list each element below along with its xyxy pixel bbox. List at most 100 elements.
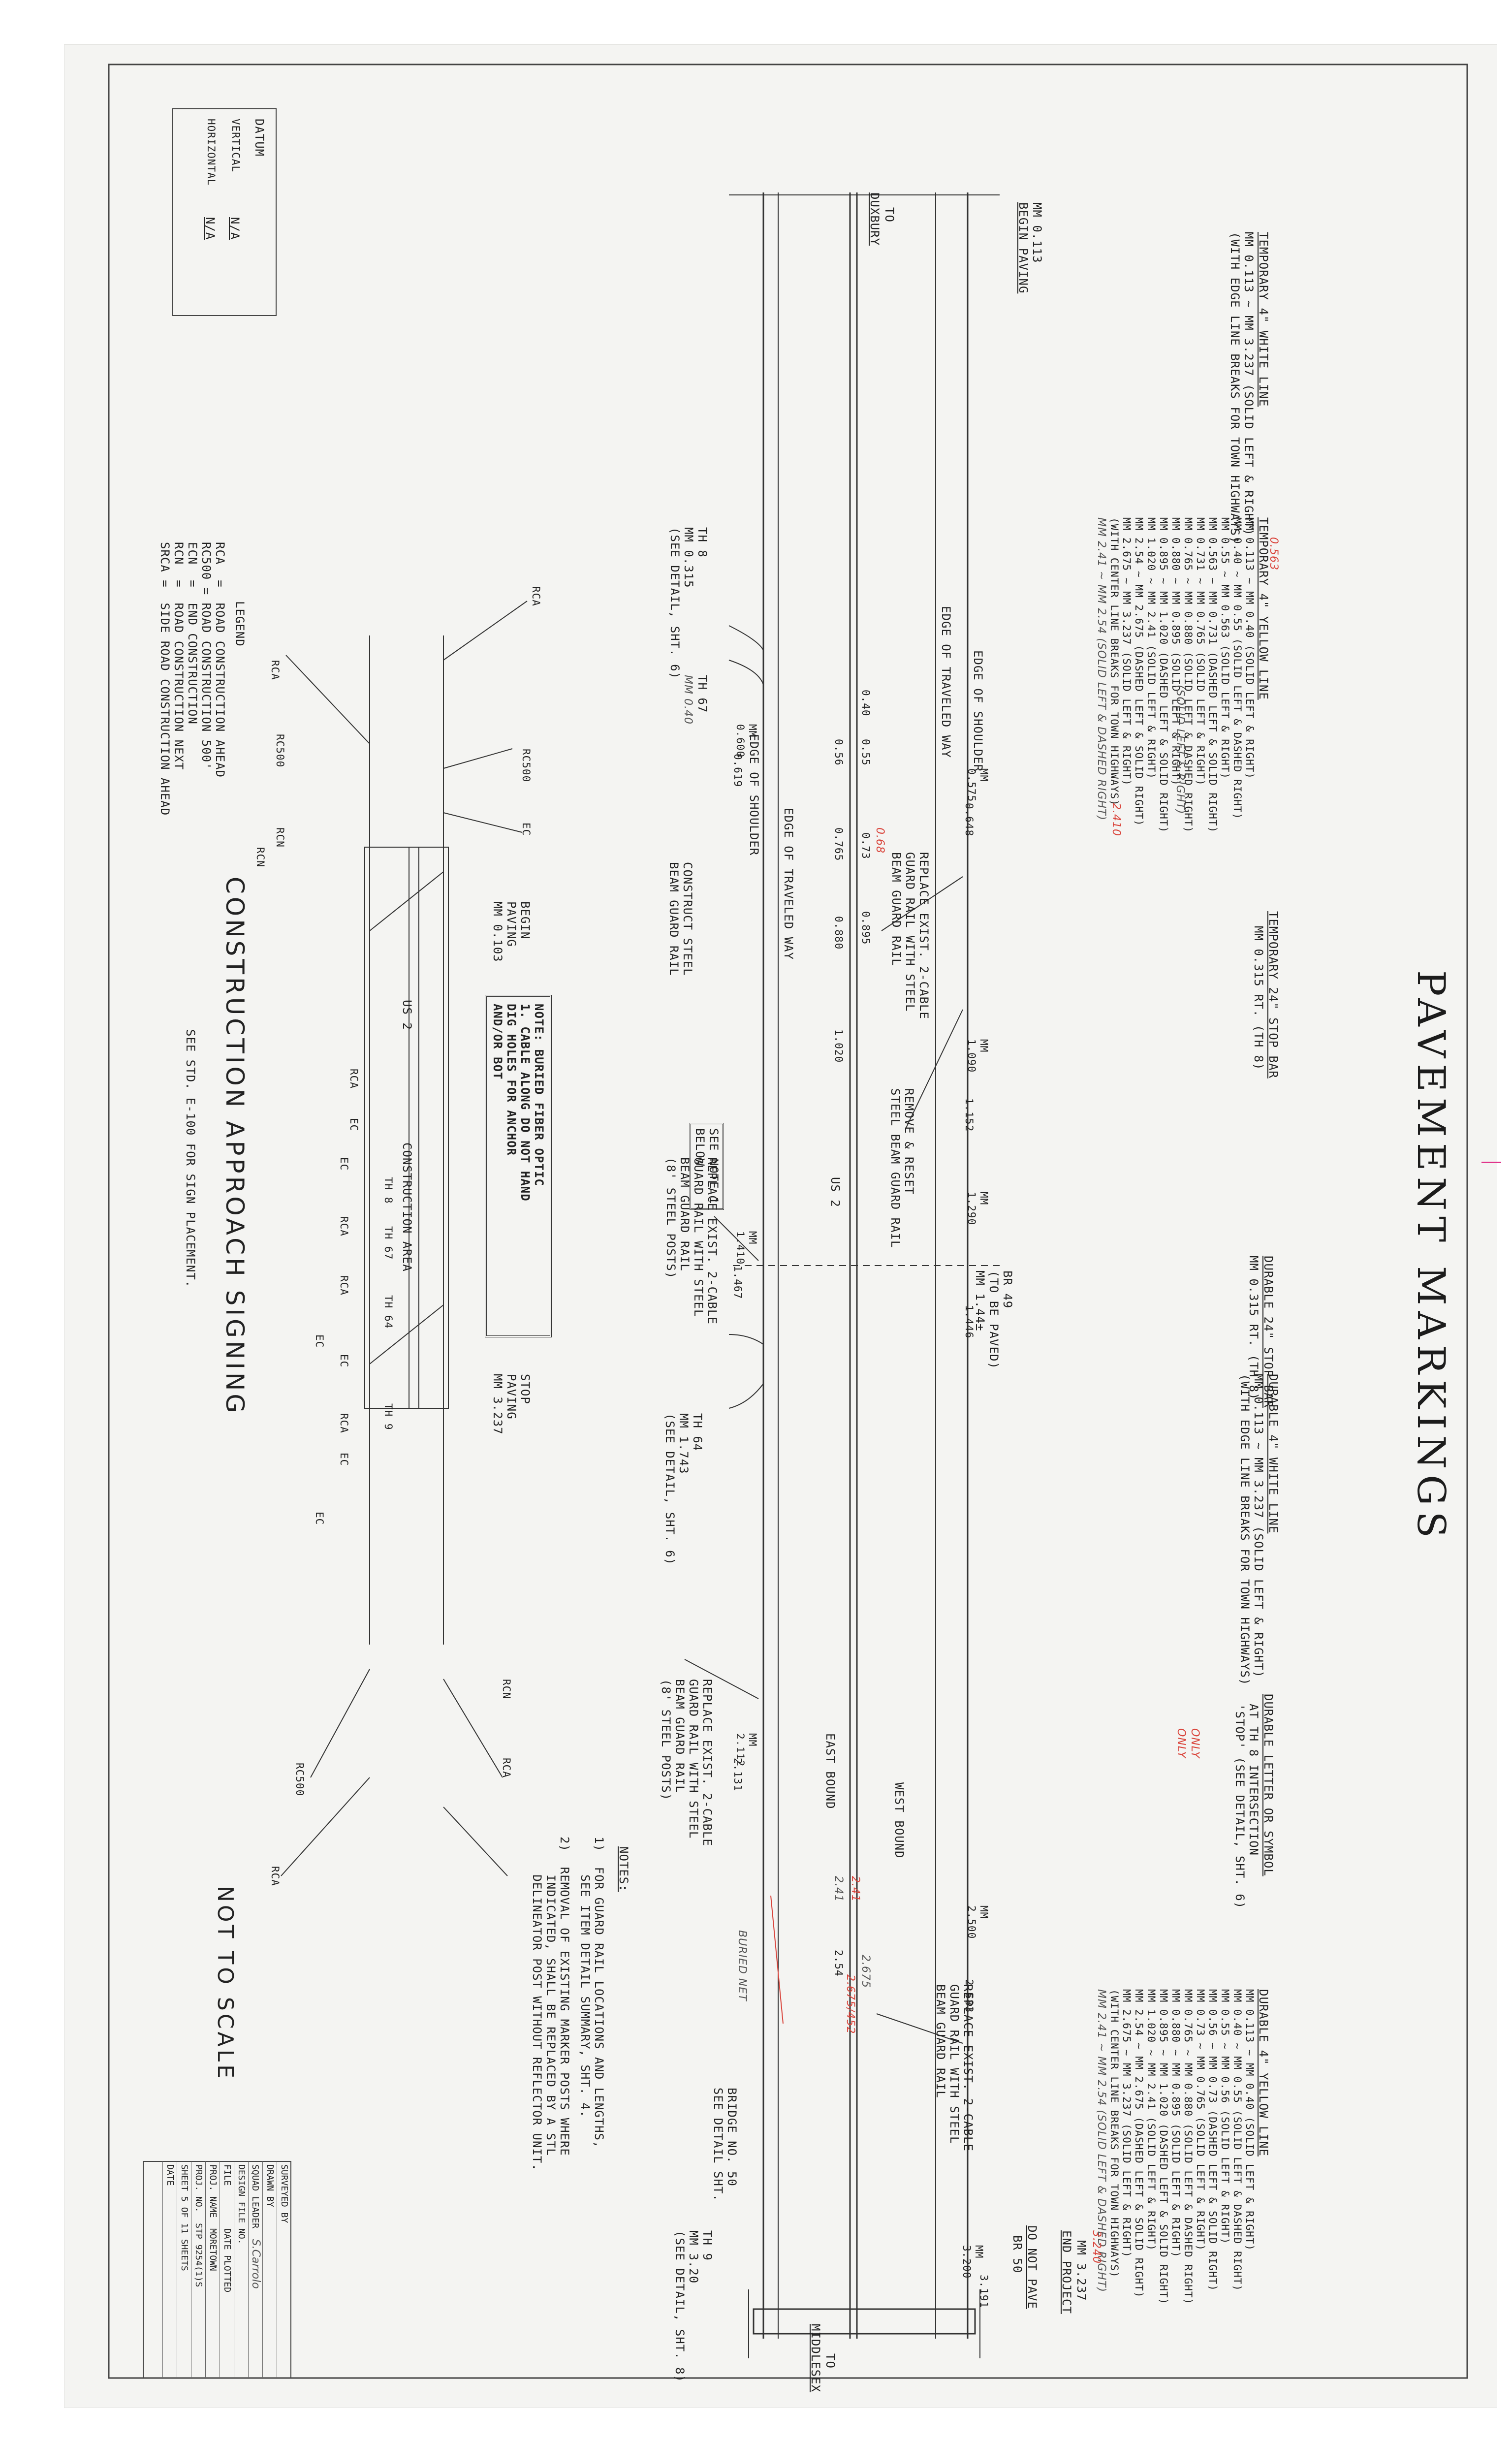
sign-rca-6: RCA [338, 1413, 350, 1433]
tb-proj-no: PROJ. NO. STP 9254(1)S [191, 2161, 205, 2378]
remove-reset-guard-rail: REMOVE & RESET STEEL BEAM GUARD RAIL [888, 1088, 916, 1248]
hw-red-3: 3.240 [1090, 2230, 1102, 2264]
tb-design-file: DESIGN FILE NO. [234, 2161, 248, 2378]
cl-0-56: 0.56 [833, 739, 845, 766]
buried-net-label: BURIED NET [736, 1930, 748, 2001]
durable-yellow-lines: MM 0.113 ~ MM 0.40 (SOLID LEFT & RIGHT) … [1108, 1989, 1256, 2305]
cl-0-765: 0.765 [833, 827, 845, 861]
sign-ec-1: EC [520, 823, 532, 836]
title-block-frame [143, 2161, 291, 2379]
tb-drawn-by: DRAWN BY [262, 2161, 277, 2378]
sign-th9: TH 9 [382, 1403, 394, 1430]
construction-area-box [364, 847, 449, 1409]
mm-tick-top-4-sub: 2.583 [963, 1979, 975, 2013]
hw-red-1: 0.563 [1267, 537, 1280, 571]
datum-horizontal-value: N/A [203, 217, 217, 240]
sign-rcn-3: RCN [254, 847, 266, 867]
sign-ec-5: EC [338, 1354, 350, 1368]
mm-tick-top-2: MM 1.090 [966, 1039, 990, 1073]
sign-ec-4: EC [338, 1157, 350, 1171]
tb-file-label: FILE [222, 2164, 232, 2186]
mm-tick-bot-1: MM 0.600 [734, 724, 758, 758]
th64-label: TH 64 MM 1.743 (SEE DETAIL, SHT. 6) [663, 1413, 704, 1565]
edge-traveled-top: EDGE OF TRAVELED WAY [939, 606, 953, 758]
th67-mm: MM 0.40 [682, 675, 694, 725]
edge-traveled-bottom: EDGE OF TRAVELED WAY [782, 808, 795, 960]
hw-red-4: 0.68 [874, 827, 886, 854]
sign-rc500-3: RC500 [294, 1763, 306, 1797]
temp-stop-lines: MM 0.315 RT. (TH 8) [1252, 926, 1265, 1071]
durable-letter-lines: AT TH 8 INTERSECTION 'STOP' (SEE DETAIL,… [1233, 1704, 1260, 1909]
mm-tick-bot-3-sub: 2.131 [732, 1758, 744, 1792]
cl-0-73: 0.73 [860, 832, 872, 859]
cl-1-020: 1.020 [833, 1029, 845, 1063]
temp-white-heading: TEMPORARY 4" WHITE LINE [1257, 232, 1270, 407]
us2-road-label: US 2 [828, 1177, 842, 1207]
hw-only: ONLY ONLY [1175, 1728, 1201, 1759]
datum-title: DATUM [252, 119, 266, 157]
datum-vertical-label: VERTICAL [230, 119, 242, 173]
to-left-label: TO [882, 207, 896, 222]
bridge-note: BRIDGE NO. 50 SEE DETAIL SHT. [711, 2088, 739, 2202]
us2-sign-label: US 2 [400, 1000, 414, 1030]
not-to-scale: NOT TO SCALE [213, 1886, 238, 2081]
tb-surveyed-by: SURVEYED BY [277, 2161, 291, 2378]
durable-white-heading: DURABLE 4" WHITE LINE [1266, 1374, 1280, 1534]
stop-paving-label: STOP PAVING MM 3.237 [491, 1374, 532, 1435]
do-not-pave: DO NOT PAVE [1025, 2225, 1039, 2309]
hw-red-5: 2.41 [849, 1876, 861, 1902]
tb-squad-leader-label: SQUAD LEADER [250, 2164, 260, 2229]
fiber-optic-note: NOTE: BURIED FIBER OPTIC 1. CABLE ALONG … [485, 995, 552, 1337]
hw-solid-note: (SOLID LEFT & RIGHT) [1174, 685, 1186, 815]
mm-tick-bot-1-sub: 0.619 [732, 754, 744, 788]
sign-ec-2: EC [348, 1118, 360, 1132]
fiber-optic-note-text: NOTE: BURIED FIBER OPTIC 1. CABLE ALONG … [491, 1004, 546, 1202]
th8-label: TH 8 MM 0.315 (SEE DETAIL, SHT. 6) [668, 527, 709, 679]
datum-vertical-value: N/A [228, 217, 242, 240]
edge-mark [1481, 1162, 1501, 1163]
cl-2-675: 2.675 [859, 1955, 872, 1988]
mm-tick-top-2-sub: 1.152 [963, 1098, 975, 1132]
tb-squad-leader-sig: S.Carrolo [250, 2239, 262, 2289]
end-project-mm: MM 3.237 [1074, 2240, 1088, 2301]
tb-date: DATE [162, 2161, 177, 2378]
mm-tick-top-3-sub: 1.446 [963, 1305, 975, 1339]
th9-label: TH 9 MM 3.20 (SEE DETAIL, SHT. 8) [673, 2230, 714, 2382]
sign-th8: TH 8 [382, 1177, 394, 1204]
sign-rca-5: RCA [338, 1216, 350, 1237]
sign-rcn-1: RCN [274, 827, 286, 848]
sign-rca-1: RCA [530, 586, 542, 606]
to-right-label: TO [823, 2353, 837, 2369]
tb-proj-no-label: PROJ. NO. [193, 2164, 204, 2213]
mm-tick-top-4: MM 2.500 [966, 1905, 990, 1939]
cl-0-55: 0.55 [860, 739, 872, 766]
mm-tick-top-5: MM 3.200 [961, 2245, 985, 2279]
road-linework [108, 63, 1468, 2379]
mm-tick-bot-2: MM 1.410 [734, 1231, 758, 1265]
temp-stop-heading: TEMPORARY 24" STOP BAR [1266, 911, 1280, 1078]
br49-label: BR 49 (TO BE PAVED) MM 1.44± [973, 1270, 1014, 1369]
sign-rca-2: RCA [269, 660, 281, 680]
to-duxbury-label: DUXBURY [868, 192, 882, 246]
to-middlesex-label: MIDDLESEX [809, 2324, 822, 2393]
cl-0-895: 0.895 [860, 911, 872, 945]
legend-item-1: RCA = ROAD CONSTRUCTION AHEAD [213, 542, 227, 778]
legend-item-5: SRCA = SIDE ROAD CONSTRUCTION AHEAD [158, 542, 172, 816]
mm-tick-top-3: MM 1.290 [966, 1192, 990, 1226]
edge-shoulder-top: EDGE OF SHOULDER [971, 650, 985, 772]
begin-paving-label: BEGIN PAVING MM 0.103 [491, 901, 532, 962]
sign-rcn-2: RCN [501, 1679, 512, 1699]
cl-2-41: 2.41 [832, 1876, 845, 1902]
mm-tick-top-1-sub: 0.648 [963, 803, 975, 837]
legend-item-2: RC500 = ROAD CONSTRUCTION 500' [199, 542, 213, 770]
notes-heading: NOTES: [617, 1846, 630, 1892]
mm-tick-bot-2-sub: 1.467 [732, 1266, 744, 1300]
east-bound-label: EAST BOUND [823, 1733, 837, 1809]
durable-white-lines: MM 0.113 ~ MM 3.237 (SOLID LEFT & RIGHT)… [1238, 1374, 1265, 1686]
construction-signing-sub: SEE STD. E-100 FOR SIGN PLACEMENT. [184, 1029, 197, 1288]
sign-rca-8: RCA [348, 1069, 360, 1089]
sign-ec-7: EC [314, 1334, 325, 1348]
drawing-sheet: PAVEMENT MARKINGS MM 0.113 BEGIN PAVING … [64, 44, 1497, 2408]
construction-area-label: CONSTRUCTION AREA [400, 1142, 414, 1272]
title-block: SURVEYED BY DRAWN BY SQUAD LEADER S.Carr… [162, 2161, 291, 2378]
